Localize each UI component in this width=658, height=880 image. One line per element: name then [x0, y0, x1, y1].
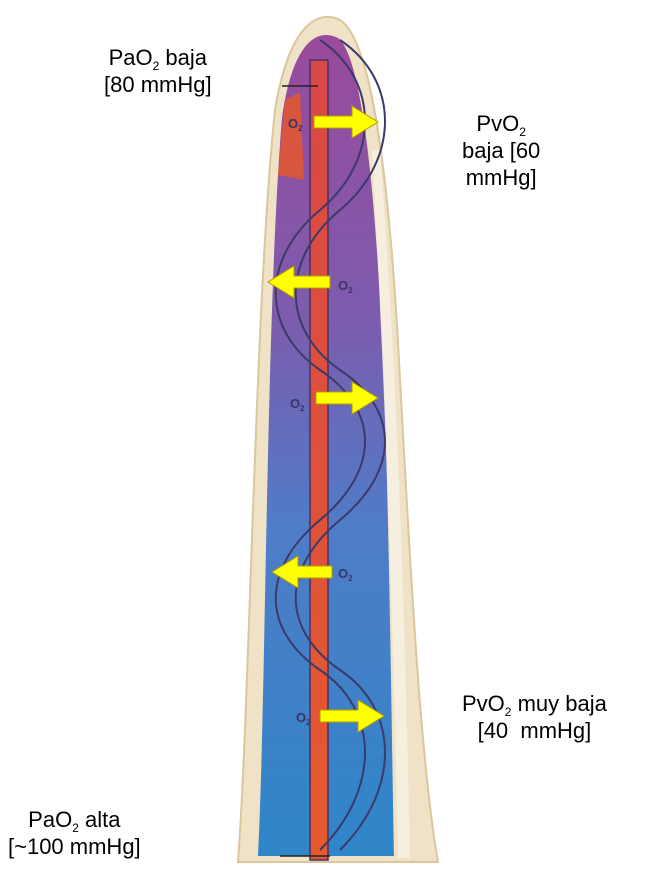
- label-pao2-alta: PaO2 alta [~100 mmHg]: [8, 806, 141, 860]
- label-pvo2-baja: PvO2 baja [60 mmHg]: [462, 110, 540, 191]
- central-artery: [310, 60, 328, 860]
- label-pao2-baja: PaO2 baja [80 mmHg]: [104, 44, 212, 98]
- label-pvo2-muy-baja: PvO2 muy baja [40 mmHg]: [462, 690, 607, 744]
